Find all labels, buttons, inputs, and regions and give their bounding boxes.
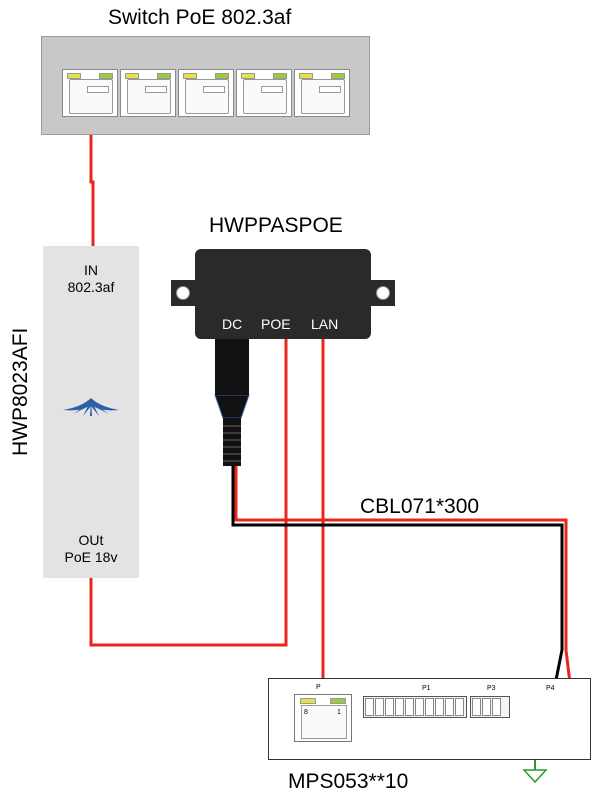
mps-name: MPS053**10 (288, 770, 409, 793)
switch-port-4[interactable] (236, 69, 292, 117)
rj45-pin-1: 1 (337, 709, 341, 716)
splitter-name: HWPPASPOE (209, 214, 343, 237)
dc-plug-taper (214, 394, 250, 419)
poe-switch (41, 36, 370, 135)
poe-injector: IN 802.3af OUt PoE 18v (43, 246, 139, 578)
ubiquiti-logo-icon (63, 398, 119, 416)
p4-label: P4 (546, 685, 555, 692)
switch-port-5[interactable] (294, 69, 350, 117)
injector-in-label: IN (84, 262, 98, 278)
p1-terminal (363, 696, 467, 718)
mps-rj45-label: P (316, 684, 321, 691)
cable-name: CBL071*300 (360, 495, 480, 518)
ground-symbol-icon (522, 769, 548, 784)
wire-dc-black (231, 465, 564, 701)
wire-switch-to-injector (89, 112, 95, 246)
mps-rj45-port[interactable]: 8 1 (294, 694, 352, 742)
switch-title: Switch PoE 802.3af (108, 6, 292, 29)
switch-port-1[interactable] (62, 69, 118, 117)
dc-plug-boot (223, 418, 241, 466)
p3-terminal (470, 696, 510, 718)
injector-out-voltage: PoE 18v (64, 549, 118, 565)
injector-name: HWP8023AFI (9, 327, 32, 456)
poe-splitter: DC POE LAN (195, 249, 371, 339)
switch-port-3[interactable] (178, 69, 234, 117)
p3-label: P3 (487, 685, 496, 692)
splitter-ear-right (371, 280, 395, 306)
splitter-ear-left (171, 280, 195, 306)
p1-label: P1 (422, 685, 431, 692)
dc-plug (215, 339, 249, 395)
lan-port-label: LAN (311, 316, 339, 332)
poe-port-label: POE (261, 316, 291, 332)
injector-out-label: OUt (78, 532, 104, 548)
rj45-pin-8: 8 (304, 709, 308, 716)
wire-injector-to-poe (89, 339, 288, 647)
injector-in-standard: 802.3af (67, 279, 115, 295)
switch-port-2[interactable] (120, 69, 176, 117)
wire-dc-red (234, 465, 574, 701)
dc-port-label: DC (222, 316, 243, 332)
